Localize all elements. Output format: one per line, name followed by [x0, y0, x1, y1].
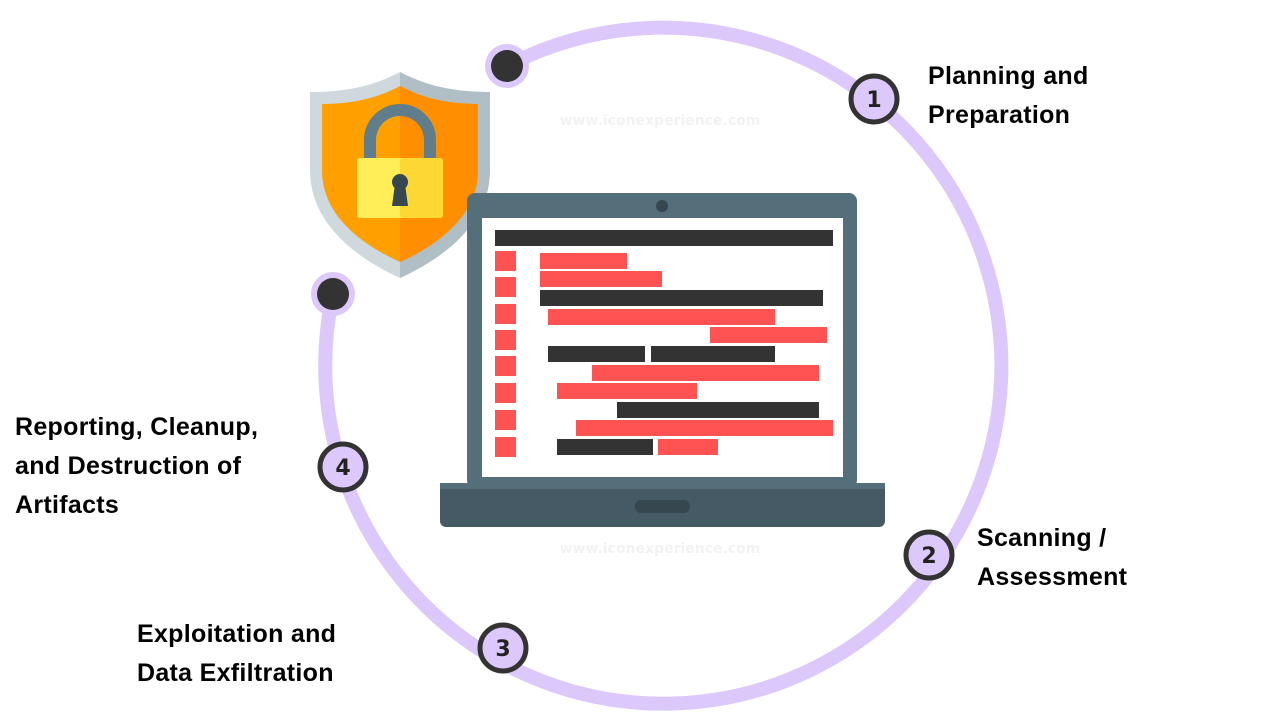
step-2-line-1: Scanning / — [977, 524, 1107, 552]
step-1-line-1: Planning and — [928, 62, 1089, 90]
code-line-bar — [548, 346, 645, 362]
step-1-number: 1 — [866, 88, 881, 113]
ring-end-dot-top — [485, 44, 529, 88]
step-3-label: Exploitation and Data Exfiltration — [137, 615, 336, 693]
code-line-bar — [710, 327, 827, 343]
code-line-bar — [495, 251, 516, 271]
code-line-bar — [495, 277, 516, 297]
step-4-badge: 4 — [317, 441, 369, 493]
code-line-bar — [495, 230, 833, 246]
step-3-line-1: Exploitation and — [137, 620, 337, 648]
code-line-bar — [651, 346, 775, 362]
step-1-badge: 1 — [848, 73, 900, 125]
step-2-badge: 2 — [903, 529, 955, 581]
code-line-bar — [617, 402, 819, 418]
code-line-bar — [548, 309, 775, 325]
step-4-line-3: Artifacts — [15, 491, 120, 519]
code-line-bar — [495, 304, 516, 324]
code-line-bar — [557, 383, 697, 399]
laptop-code-icon — [440, 193, 885, 527]
step-2-number: 2 — [921, 544, 936, 569]
code-line-bar — [576, 420, 833, 436]
step-1-line-2: Preparation — [928, 101, 1071, 129]
code-line-bar — [495, 356, 516, 376]
step-2-label: Scanning / Assessment — [977, 519, 1127, 597]
step-3-line-2: Data Exfiltration — [137, 659, 334, 687]
step-4-label: Reporting, Cleanup, and Destruction of A… — [15, 408, 258, 525]
code-line-bar — [540, 253, 627, 269]
code-line-bar — [540, 271, 662, 287]
code-line-bar — [658, 439, 718, 455]
step-2-line-2: Assessment — [977, 563, 1128, 591]
shield-lock-icon — [310, 72, 490, 278]
code-line-bar — [495, 410, 516, 430]
step-4-number: 4 — [335, 456, 350, 481]
ring-end-dot-left — [311, 272, 355, 316]
code-line-bar — [495, 383, 516, 403]
code-line-bar — [540, 290, 823, 306]
watermark-bottom: www.iconexperience.com — [560, 541, 761, 557]
code-line-bar — [592, 365, 819, 381]
step-1-label: Planning and Preparation — [928, 57, 1089, 135]
code-line-bar — [495, 330, 516, 350]
code-line-bar — [557, 439, 653, 455]
step-4-line-1: Reporting, Cleanup, — [15, 413, 259, 441]
watermark-top: www.iconexperience.com — [560, 113, 761, 129]
step-3-number: 3 — [495, 637, 510, 662]
step-4-line-2: and Destruction of — [15, 452, 242, 480]
step-3-badge: 3 — [477, 622, 529, 674]
code-line-bar — [495, 437, 516, 457]
